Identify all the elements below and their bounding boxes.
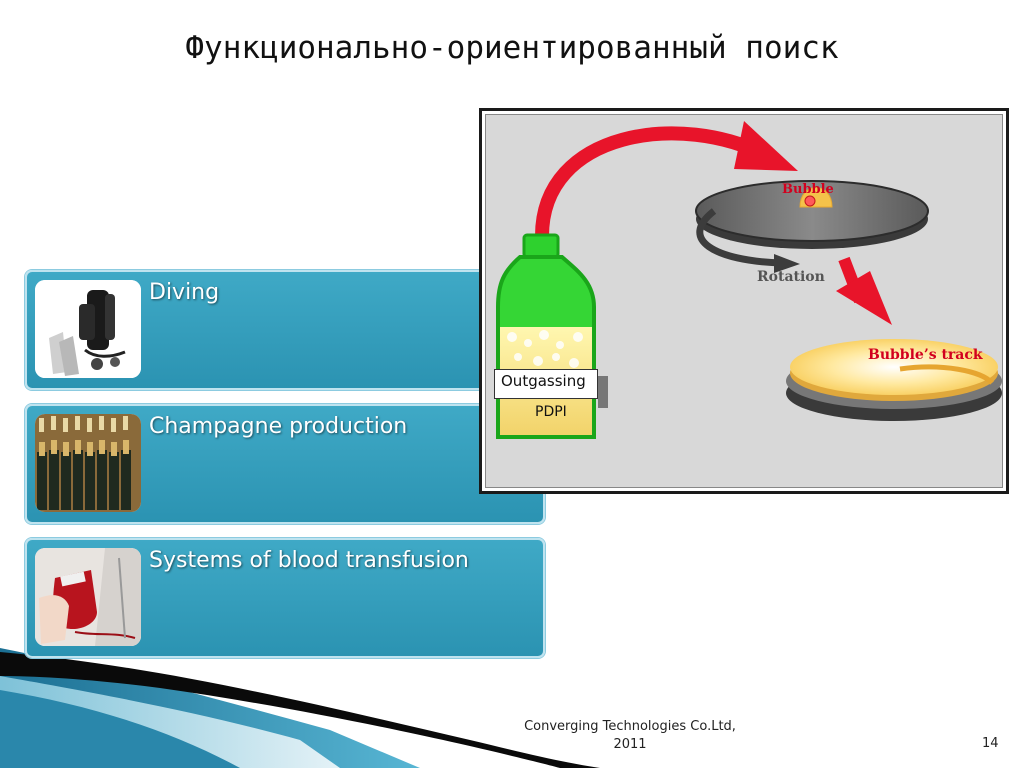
champagne-image [35, 414, 141, 512]
bubble-label: Bubble [782, 182, 834, 197]
card-champagne: Champagne production [25, 404, 545, 524]
flow-arrow-red [535, 126, 774, 243]
card-label-champagne: Champagne production [149, 414, 408, 439]
footer-company: Converging Technologies Co.Ltd, [524, 719, 736, 734]
pdpi-label: PDPI [535, 404, 567, 420]
outgassing-label: Outgassing [494, 369, 598, 399]
rotation-arrow [696, 208, 783, 267]
card-label-blood-transfusion: Systems of blood transfusion [149, 548, 469, 573]
card-blood-transfusion: Systems of blood transfusion [25, 538, 545, 658]
footer-year: 2011 [613, 737, 647, 752]
bubble-diagram: Bubble Rotation Bubble’s track [479, 108, 1009, 494]
bubble-track-label: Bubble’s track [868, 347, 983, 363]
outgassing-label-shadow [598, 376, 608, 408]
slide-title: Функционально-ориентированный поиск [185, 30, 839, 66]
diving-image [35, 280, 141, 378]
blood-transfusion-image [35, 548, 141, 646]
card-diving: Diving [25, 270, 545, 390]
footer-credit: Converging Technologies Co.Ltd, 2011 [510, 718, 750, 754]
page-number: 14 [982, 736, 999, 751]
card-label-diving: Diving [149, 280, 220, 305]
rotation-label: Rotation [757, 269, 825, 285]
